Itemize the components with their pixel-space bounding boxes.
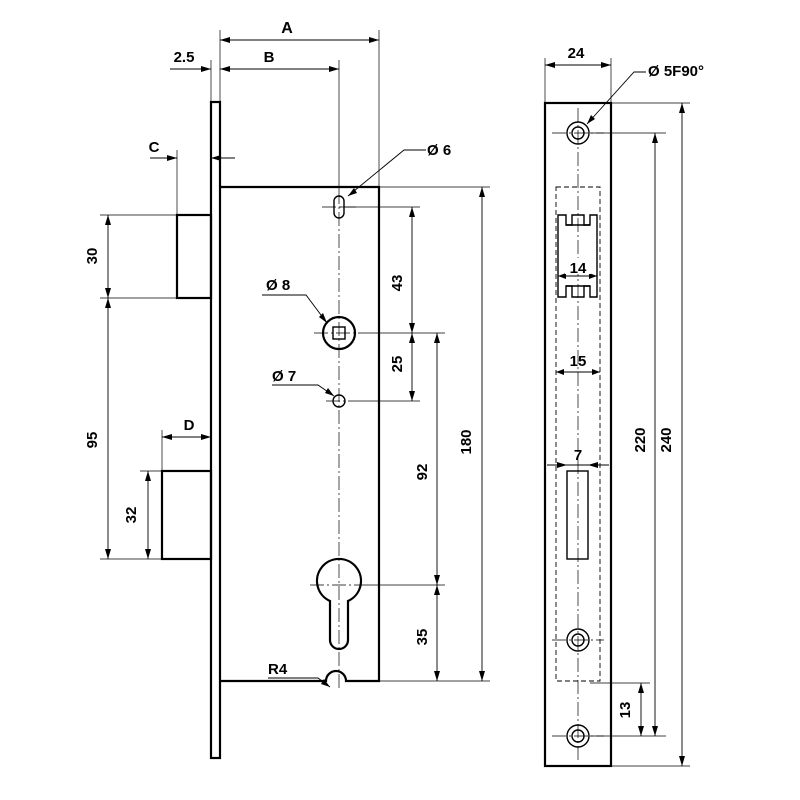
dimension-14-label: 14: [570, 260, 587, 277]
dimension-240-label: 240: [658, 427, 675, 452]
dimension-25-label: 25: [389, 356, 406, 373]
dimension-D-label: D: [184, 417, 195, 434]
hole-small-label: Ø 7: [272, 368, 296, 385]
lock-case: [220, 185, 381, 683]
notch-radius-label: R4: [268, 661, 288, 678]
dimension-15-label: 15: [570, 353, 587, 370]
leader-line: [262, 294, 328, 324]
forend-plate: [209, 100, 222, 760]
side-view: A B 2.5 C D 30 95: [84, 20, 490, 760]
dimension-43-label: 43: [389, 275, 406, 292]
cylinder-cutout: [315, 557, 363, 651]
dimension-24-label: 24: [568, 45, 585, 62]
latch: [175, 213, 213, 300]
dimension-220-label: 220: [632, 427, 649, 452]
hidden-case-outline: [555, 186, 601, 682]
dimension-35-label: 35: [414, 629, 431, 646]
bolt-opening: [566, 470, 589, 560]
dimension-7-label: 7: [574, 447, 582, 464]
faceplate-outline: [543, 101, 613, 768]
dimension-B-label: B: [264, 49, 275, 66]
leader-line: [347, 149, 426, 197]
screw-hole-middle: [566, 628, 590, 652]
leader-line: [268, 677, 331, 688]
dimension-2.5-label: 2.5: [174, 49, 195, 66]
leader-line: [272, 384, 335, 397]
faceplate-view: 24 Ø 5F90° 14 15 7 220 240: [543, 45, 704, 768]
dimension-C-label: C: [149, 139, 160, 156]
deadbolt: [160, 469, 213, 561]
hole-spindle-label: Ø 8: [266, 277, 290, 294]
dimension-13-label: 13: [617, 702, 634, 719]
latch-opening: [557, 214, 598, 298]
hole-top-label: Ø 6: [427, 142, 451, 159]
dimension-92-label: 92: [414, 464, 431, 481]
dimension-A-label: A: [281, 20, 293, 37]
dimension-180-label: 180: [458, 429, 475, 454]
screw-hole-label: Ø 5F90°: [648, 63, 704, 80]
dimension-30-label: 30: [84, 248, 101, 265]
dimension-95-label: 95: [84, 432, 101, 449]
dimension-32-label: 32: [123, 507, 140, 524]
leader-line: [586, 71, 646, 125]
